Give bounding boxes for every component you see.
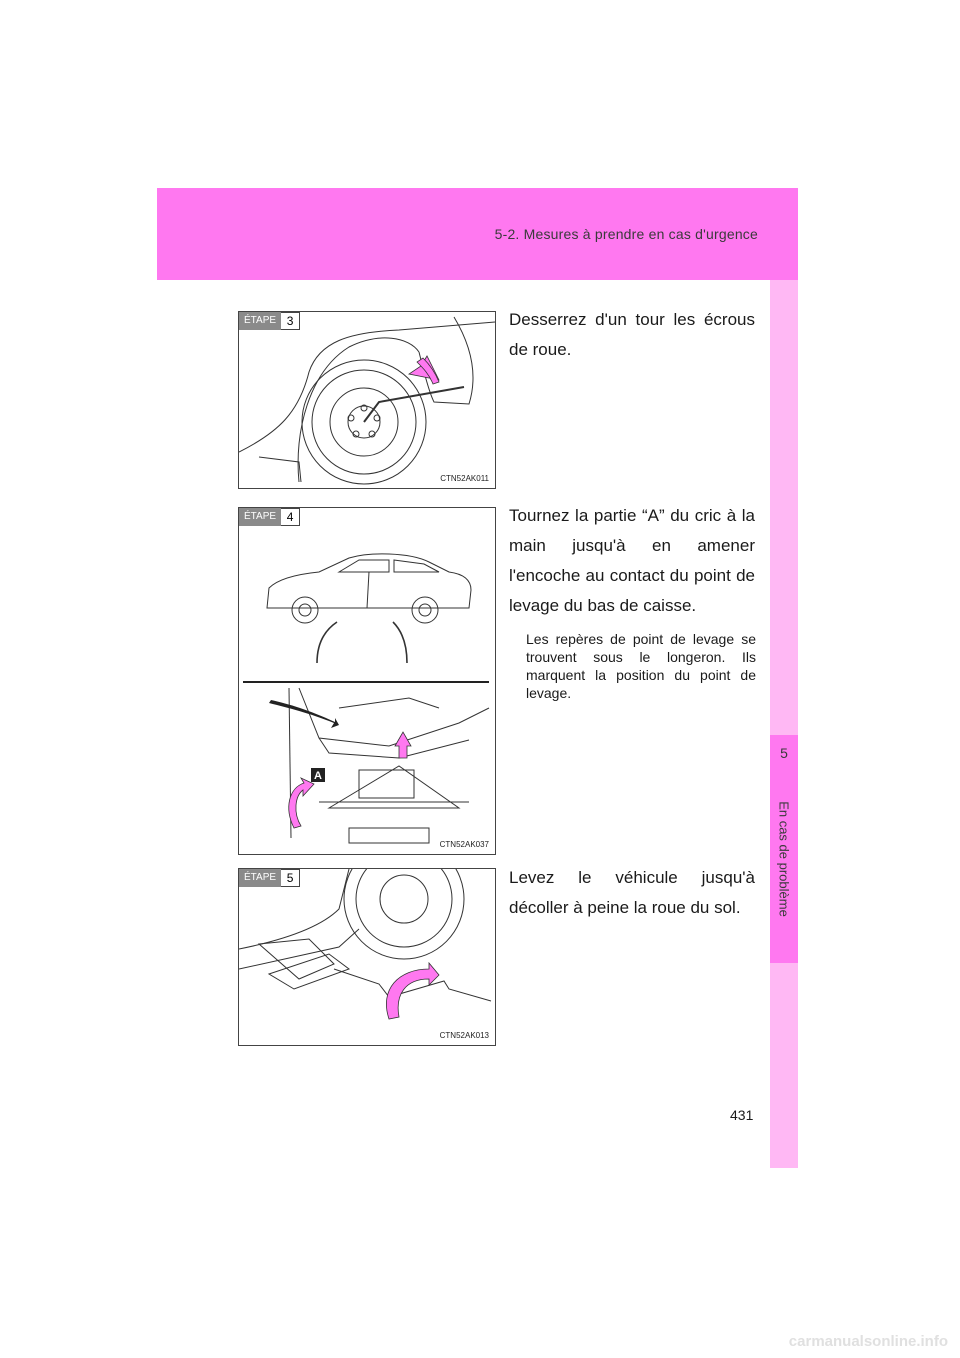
figure-code: CTN52AK037 (439, 840, 489, 849)
step-label-5: ÉTAPE 5 (239, 869, 301, 887)
jack-lift-illustration (239, 869, 492, 1020)
step-word: ÉTAPE (239, 312, 282, 330)
step-label-3: ÉTAPE 3 (239, 312, 301, 330)
step-5-text: Levez le véhicule jusqu'à décoller à pei… (509, 868, 755, 917)
figure-code: CTN52AK013 (439, 1031, 489, 1040)
wheel-wrench-illustration (239, 316, 495, 485)
chapter-name: En cas de problème (776, 801, 792, 917)
figure-step-4: A ÉTAPE 4 CTN52AK037 (238, 507, 496, 855)
figure-step-5: ÉTAPE 5 CTN52AK013 (238, 868, 496, 1046)
figure-step-3: ÉTAPE 3 CTN52AK011 (238, 311, 496, 489)
step-word: ÉTAPE (239, 869, 282, 887)
step-number: 4 (281, 508, 301, 526)
section-title: 5-2. Mesures à prendre en cas d'urgence (494, 226, 758, 242)
footer-watermark: carmanualsonline.info (788, 1333, 948, 1350)
header-band: 5-2. Mesures à prendre en cas d'urgence (157, 188, 798, 280)
chapter-tab[interactable]: 5 En cas de problème (770, 735, 798, 963)
step-4-text: Tournez la partie “A” du cric à la main … (509, 506, 755, 615)
step-label-4: ÉTAPE 4 (239, 508, 301, 526)
page-number: 431 (730, 1107, 754, 1123)
figure-code: CTN52AK011 (440, 474, 489, 483)
step-number: 3 (281, 312, 301, 330)
chapter-number: 5 (780, 745, 788, 761)
callout-a: A (314, 770, 322, 782)
step-4-note: Les repères de point de levage se trouve… (526, 631, 756, 701)
step-number: 5 (281, 869, 301, 887)
side-tab (770, 280, 798, 1168)
step-3-text: Desserrez d'un tour les écrous de roue. (509, 310, 755, 359)
step-word: ÉTAPE (239, 508, 282, 526)
jack-positioning-illustration: A (243, 553, 490, 844)
